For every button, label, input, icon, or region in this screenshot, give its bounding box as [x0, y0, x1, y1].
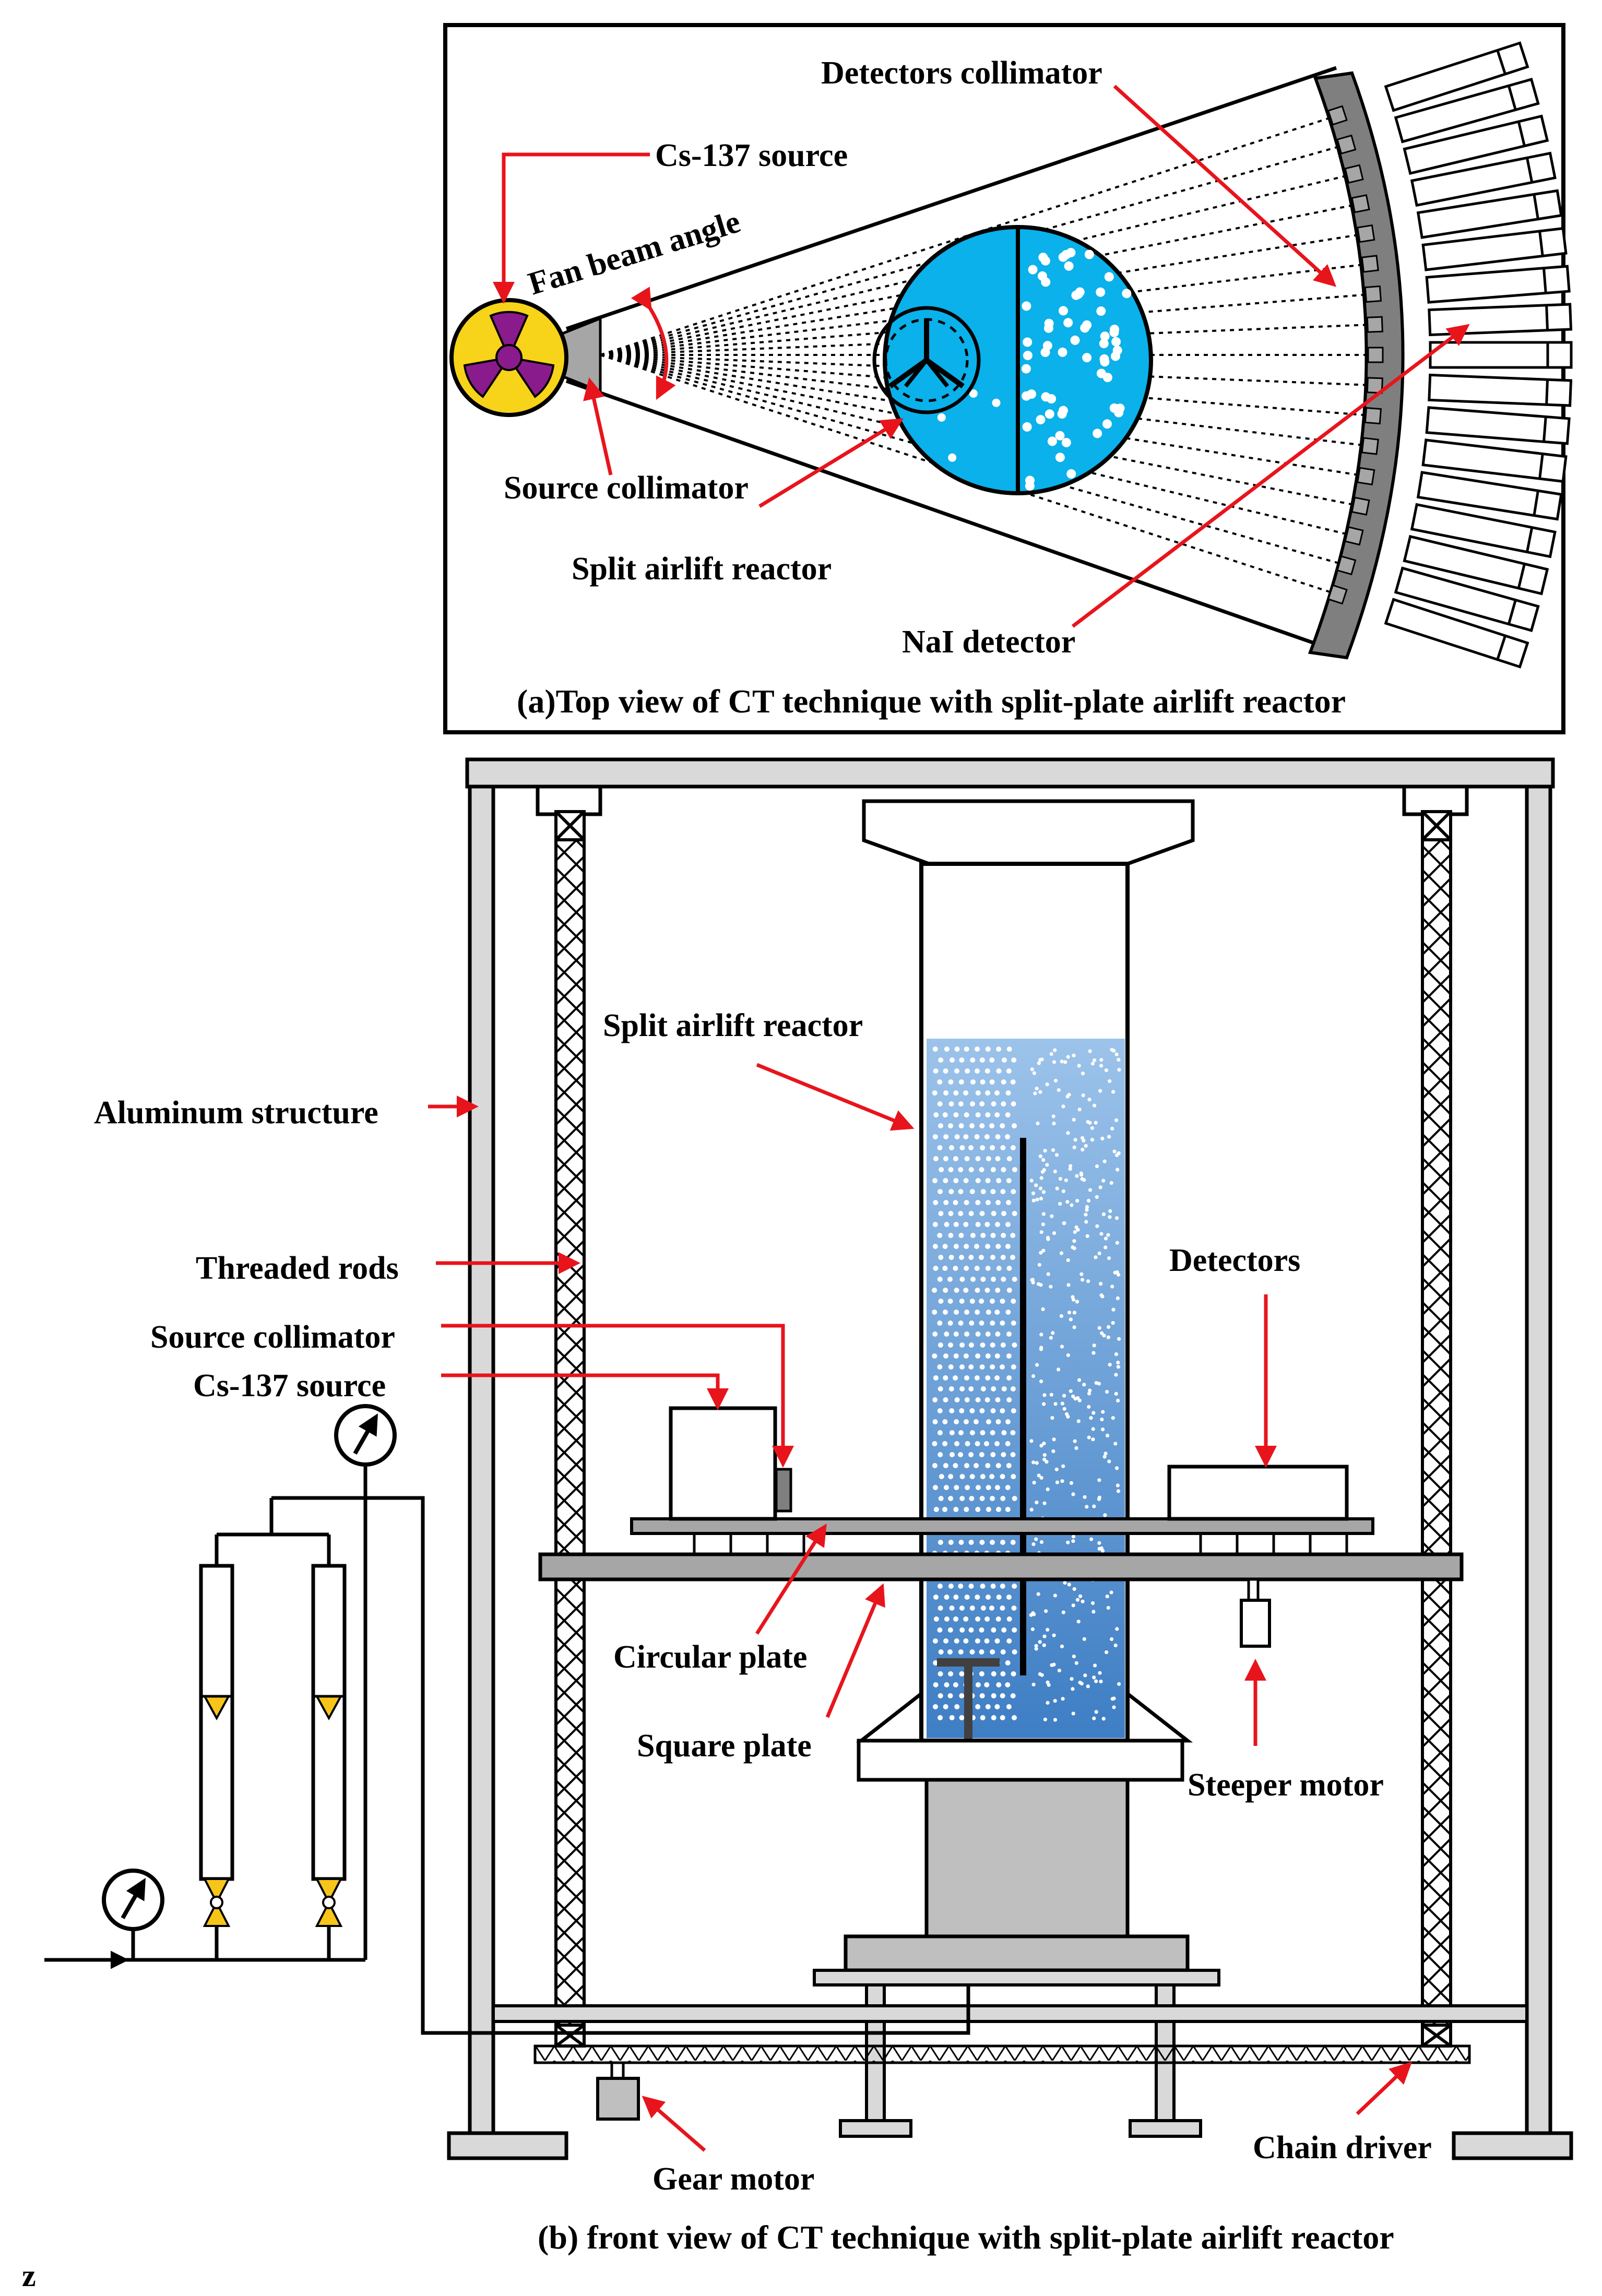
fan-beam-angle-arc	[631, 287, 676, 400]
frame-right-foot	[1452, 2131, 1573, 2160]
reactor-stand	[924, 1778, 1130, 1938]
caption-front-view: (b) front view of CT technique with spli…	[538, 2219, 1394, 2256]
reactor-base-plate	[857, 1739, 1184, 1782]
label-detectors-collimator: Detectors collimator	[821, 55, 1102, 91]
label-cs137-source-top: Cs-137 source	[655, 138, 848, 173]
chain-driver-belt	[533, 2044, 1471, 2064]
detector-collimator-arc	[1308, 71, 1405, 660]
lower-rail	[492, 2004, 1528, 2023]
label-threaded-rods: Threaded rods	[196, 1251, 399, 1286]
label-aluminum-structure: Aluminum structure	[94, 1095, 378, 1131]
sparger-ring	[872, 306, 981, 414]
top-view-arrows	[493, 85, 1470, 628]
frame-top-beam	[465, 757, 1555, 789]
label-nai-detector: NaI detector	[902, 624, 1075, 660]
lower-table	[813, 1969, 1220, 1986]
aluminum-frame	[447, 757, 1573, 2160]
frame-right-post	[1525, 784, 1552, 2135]
reactor-column	[813, 799, 1220, 2138]
rotameter-left	[199, 1564, 234, 1881]
rotameter-right	[311, 1564, 347, 1881]
source-collimator-block	[775, 1468, 792, 1513]
label-gear-motor: Gear motor	[652, 2161, 814, 2197]
label-source-collimator-top: Source collimator	[504, 470, 749, 506]
valve-right-icon	[315, 1878, 343, 1927]
frame-left-post	[468, 784, 495, 2135]
plate-bearings	[693, 1533, 1348, 1554]
label-split-airlift-reactor-front: Split airlift reactor	[603, 1008, 863, 1043]
radiation-source	[449, 298, 568, 417]
radiation-trefoil-icon	[463, 311, 555, 398]
reactor-top-flange	[862, 799, 1195, 866]
reactor-cross-section	[872, 225, 1153, 495]
pressure-gauge-top-icon	[334, 1404, 397, 1467]
valve-left-icon	[203, 1878, 231, 1927]
square-plate	[538, 1552, 1464, 1581]
gear-motor	[596, 2061, 640, 2121]
label-split-airlift-reactor-top: Split airlift reactor	[572, 551, 832, 587]
circular-plate	[630, 1517, 1374, 1535]
label-circular-plate: Circular plate	[613, 1639, 807, 1675]
label-source-collimator-front: Source collimator	[150, 1319, 395, 1355]
detectors-block	[1167, 1465, 1349, 1521]
gas-distributor	[937, 1658, 1000, 1743]
label-square-plate: Square plate	[637, 1728, 812, 1764]
corner-mark: z	[22, 2258, 36, 2293]
source-housing	[669, 1406, 777, 1521]
stepper-motor	[1240, 1578, 1271, 1648]
threaded-rod-left	[554, 810, 586, 2029]
threaded-rods	[536, 786, 1469, 2048]
stand-base	[844, 1934, 1190, 1972]
reactor-bubbles	[937, 248, 1132, 491]
front-view-arrows	[428, 1063, 1413, 2152]
caption-top-view: (a)Top view of CT technique with split-p…	[517, 683, 1346, 720]
pressure-gauge-bottom-icon	[102, 1869, 164, 1931]
front-view-panel: Split airlift reactor Aluminum structure…	[44, 757, 1573, 2256]
label-cs137-source-front: Cs-137 source	[193, 1368, 386, 1403]
frame-left-foot	[447, 2131, 568, 2160]
label-chain-driver: Chain driver	[1253, 2130, 1432, 2166]
top-view-panel: Detectors collimator Cs-137 source Fan b…	[443, 23, 1573, 734]
label-steeper-motor: Steeper motor	[1188, 1767, 1384, 1803]
threaded-rod-right	[1421, 810, 1452, 2029]
label-detectors: Detectors	[1169, 1243, 1300, 1278]
detector-collimator-teeth	[1327, 105, 1384, 605]
